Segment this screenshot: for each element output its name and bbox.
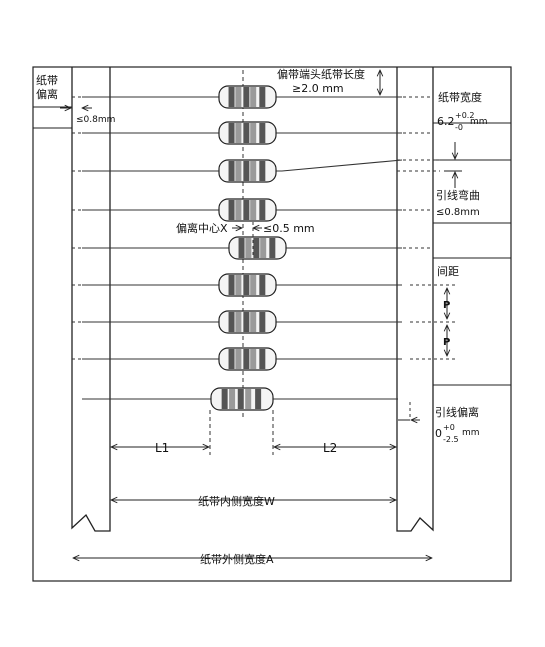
- color-band: [228, 275, 235, 295]
- tape-width-tol-upper: +0.2: [455, 111, 474, 120]
- inner-width-label: 纸带内侧宽度W: [198, 494, 275, 508]
- color-band: [235, 200, 242, 220]
- color-band: [228, 123, 235, 143]
- tape-offset-label-line1: 纸带: [36, 74, 58, 87]
- lead-wire-bent: [281, 159, 403, 172]
- color-band: [243, 123, 250, 143]
- lead-offset-tol-upper: +0: [443, 423, 455, 432]
- color-band: [243, 275, 250, 295]
- center-offset-label: 偏离中心X: [176, 221, 228, 235]
- center-offset-value: ≤0.5 mm: [263, 222, 315, 235]
- color-band: [228, 349, 235, 369]
- color-band: [250, 312, 257, 332]
- tape-width-base: 6.2: [437, 115, 455, 128]
- color-band: [259, 161, 266, 181]
- color-band: [259, 275, 266, 295]
- resistor-group: [210, 85, 287, 411]
- outer-frame: [32, 66, 512, 582]
- color-band: [228, 312, 235, 332]
- color-band: [260, 238, 267, 258]
- pitch-label-1: P: [443, 300, 450, 311]
- l1-label: L1: [155, 441, 169, 455]
- lead-offset-label: 引线偏离: [435, 405, 479, 419]
- lead-bend-label: 引线弯曲: [436, 188, 480, 202]
- color-band: [235, 312, 242, 332]
- color-band: [235, 349, 242, 369]
- lead-bend-value: ≤0.8mm: [436, 207, 480, 218]
- tape-width-label: 纸带宽度: [438, 90, 482, 104]
- color-band: [250, 275, 257, 295]
- color-band: [250, 200, 257, 220]
- color-band: [228, 161, 235, 181]
- color-band: [235, 275, 242, 295]
- color-band: [228, 200, 235, 220]
- resistor: [218, 198, 277, 222]
- color-band: [245, 389, 252, 409]
- pitch-label-2: P: [443, 337, 450, 348]
- left-tape-strip: [71, 67, 111, 532]
- color-band: [250, 123, 257, 143]
- tape-width-unit: mm: [470, 117, 488, 127]
- color-band: [250, 161, 257, 181]
- resistor: [218, 121, 277, 145]
- resistor: [218, 85, 277, 109]
- resistor: [218, 273, 277, 297]
- l2-label: L2: [323, 441, 337, 455]
- tape-width-tol-lower: -0: [455, 123, 463, 132]
- resistor: [218, 310, 277, 334]
- color-band: [269, 238, 276, 258]
- resistor: [210, 387, 274, 411]
- tape-end-length-label: 偏带端头纸带长度: [277, 67, 365, 81]
- color-band: [259, 200, 266, 220]
- tape-offset-value: ≤0.8mm: [76, 115, 115, 125]
- right-tape-strip: [396, 67, 434, 532]
- color-band: [243, 349, 250, 369]
- color-band: [243, 87, 250, 107]
- color-band: [250, 87, 257, 107]
- color-band: [229, 389, 236, 409]
- outer-width-label: 纸带外侧宽度A: [200, 552, 274, 566]
- color-band: [250, 349, 257, 369]
- spacing-label: 间距: [437, 265, 459, 278]
- color-band: [259, 123, 266, 143]
- color-band: [259, 312, 266, 332]
- color-band: [238, 238, 245, 258]
- lead-offset-base: 0: [435, 427, 442, 440]
- resistor: [218, 347, 277, 371]
- color-band: [253, 238, 260, 258]
- color-band: [255, 389, 262, 409]
- color-band: [235, 123, 242, 143]
- tape-offset-label-line2: 偏离: [36, 87, 58, 101]
- lead-offset-unit: mm: [462, 428, 480, 438]
- resistor: [218, 159, 277, 183]
- resistor: [228, 236, 287, 260]
- lead-offset-tol-lower: -2.5: [443, 435, 459, 444]
- color-band: [235, 161, 242, 181]
- color-band: [237, 389, 244, 409]
- color-band: [243, 200, 250, 220]
- color-band: [259, 349, 266, 369]
- color-band: [259, 87, 266, 107]
- color-band: [243, 312, 250, 332]
- color-band: [243, 161, 250, 181]
- color-band: [245, 238, 252, 258]
- tape-end-length-value: ≥2.0 mm: [292, 82, 344, 95]
- lead-dashes: [72, 96, 455, 360]
- color-band: [235, 87, 242, 107]
- color-band: [221, 389, 228, 409]
- color-band: [228, 87, 235, 107]
